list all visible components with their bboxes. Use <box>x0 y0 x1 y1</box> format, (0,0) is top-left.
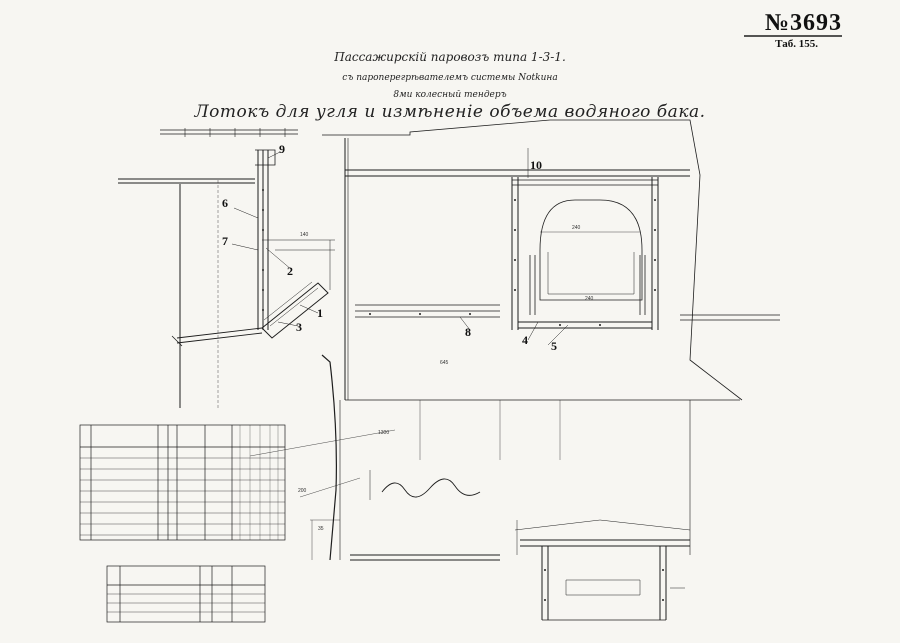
title-line-3: 8ми колесный тендеръ <box>393 90 507 100</box>
dimension-label: 35 <box>318 526 324 532</box>
callout-8: 8 <box>465 325 471 339</box>
dimension-label: 1300 <box>378 430 390 436</box>
callout-9: 9 <box>279 142 285 156</box>
title-line-4: Лотокъ для угля и измѣненіе объема водян… <box>194 102 706 122</box>
title-line-2: съ пароперегрѣвателемъ системы Notkина <box>342 73 558 83</box>
dimension-label: 240 <box>585 296 594 302</box>
dimension-label: 200 <box>298 488 307 494</box>
dimension-label: 645 <box>440 360 449 366</box>
callout-2: 2 <box>287 264 293 278</box>
callout-3: 3 <box>296 320 302 334</box>
callout-1: 1 <box>317 306 323 320</box>
document-number: №3693 <box>764 10 842 36</box>
callout-5: 5 <box>551 339 557 353</box>
dimension-label: 240 <box>572 225 581 231</box>
table-reference: Таб. 155. <box>775 38 818 50</box>
callout-10: 10 <box>530 158 542 172</box>
dimension-label: 140 <box>300 232 309 238</box>
callout-6: 6 <box>222 196 228 210</box>
title-line-1: Пассажирскій паровозъ типа 1-3-1. <box>334 50 566 64</box>
callout-7: 7 <box>222 234 228 248</box>
callout-4: 4 <box>522 333 528 347</box>
